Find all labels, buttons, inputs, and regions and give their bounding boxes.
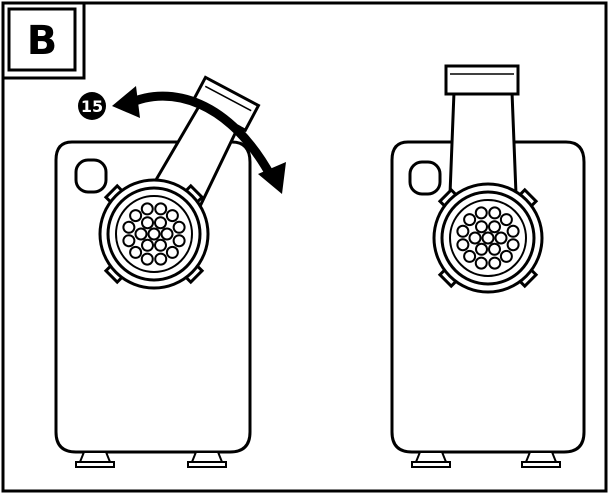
grinder-plate-holes xyxy=(122,202,186,266)
foot-right-1 xyxy=(414,451,448,463)
rotation-arrow xyxy=(126,91,276,181)
foot-right-2 xyxy=(524,451,558,463)
rotation-arrow-head-start xyxy=(112,86,140,118)
grinder-head-left xyxy=(98,178,210,290)
device-left: 15 xyxy=(54,75,286,468)
rotation-arrow-head-end xyxy=(258,162,286,194)
feed-tube-right xyxy=(448,90,518,196)
callout-15-text: 15 xyxy=(81,97,103,116)
callout-15-badge xyxy=(78,92,106,120)
feed-tube-right-top xyxy=(444,64,520,96)
grinder-head-right xyxy=(432,182,544,294)
release-button-15 xyxy=(74,158,108,194)
grinder-plate-holes xyxy=(456,206,520,270)
device-right xyxy=(390,64,586,468)
section-label: B xyxy=(27,18,58,64)
release-button-right xyxy=(408,160,442,196)
foot-left-1 xyxy=(78,451,112,463)
section-label-tab: B xyxy=(1,1,86,80)
foot-left-2 xyxy=(190,451,224,463)
